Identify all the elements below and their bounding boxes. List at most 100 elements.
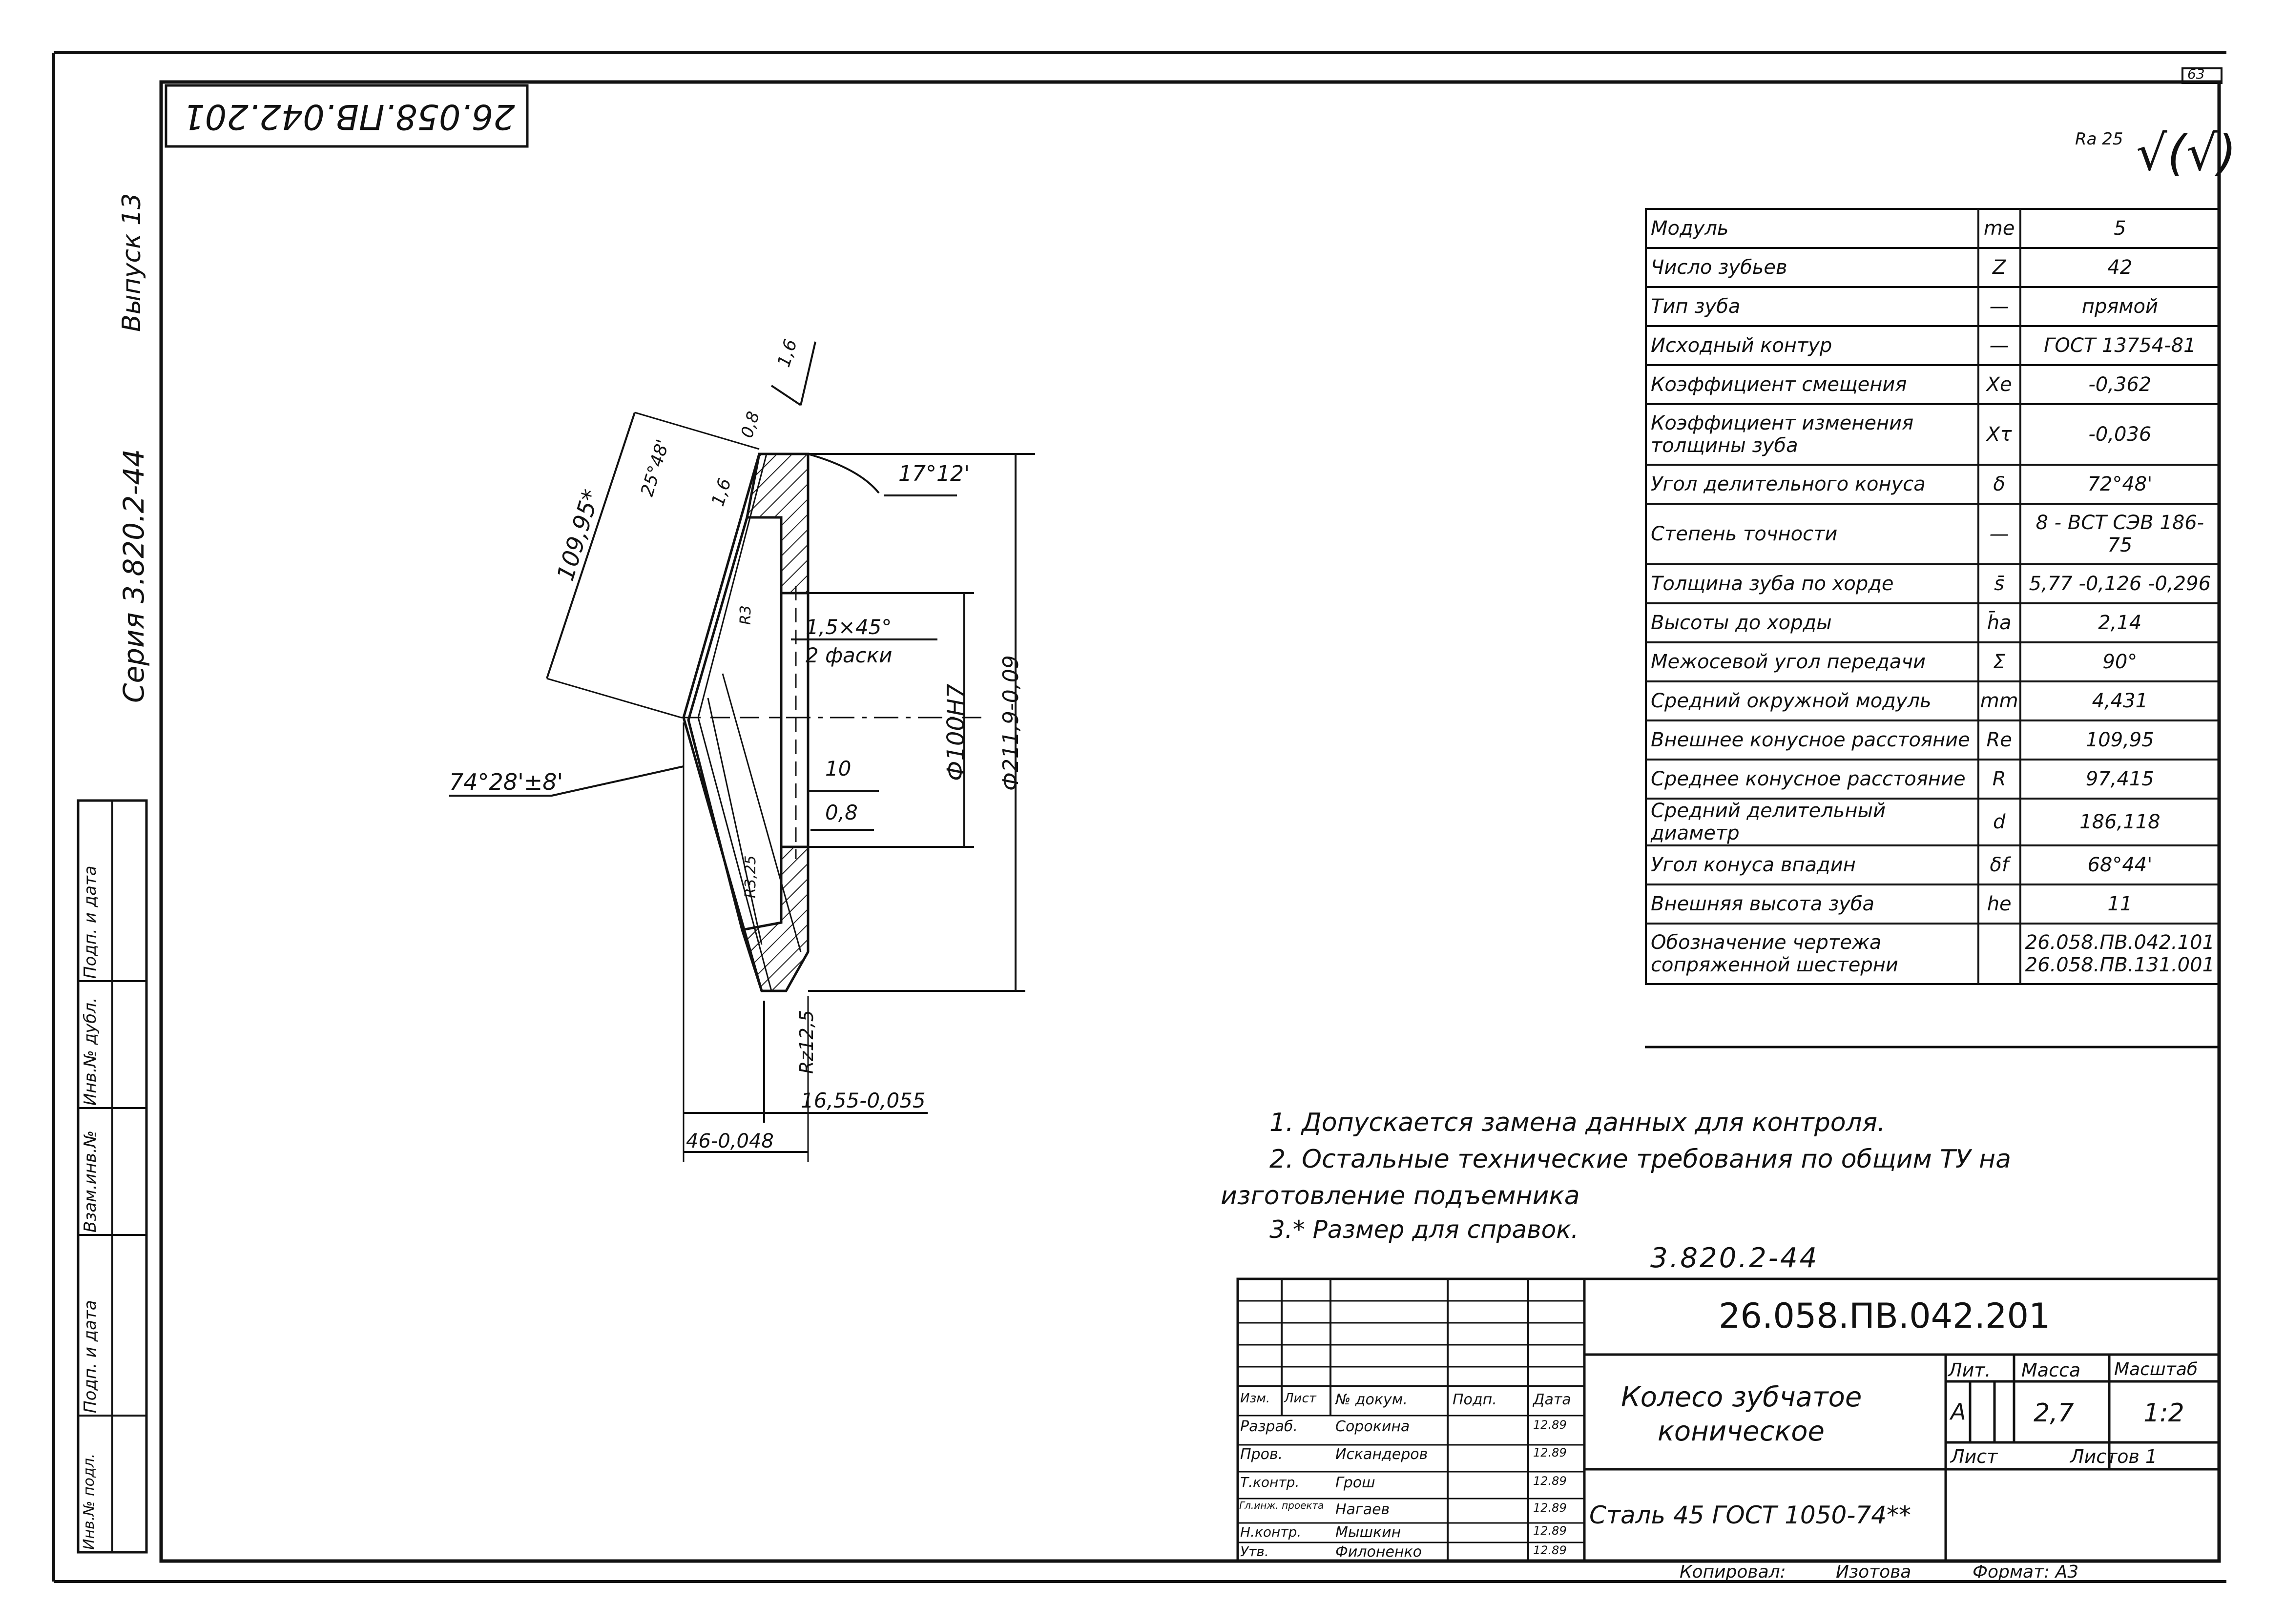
dim-r3: R3	[737, 605, 754, 625]
tb-sheets-label: Листов 1	[2070, 1446, 2158, 1467]
param-name: Коэффициент изменения толщины зуба	[1645, 403, 1979, 466]
tb-role-2: Т.контр.	[1240, 1474, 1300, 1490]
margin-issue: Выпуск 13	[117, 193, 146, 332]
param-name: Число зубьев	[1645, 247, 1979, 288]
param-name: Коэффициент смещения	[1645, 364, 1979, 405]
tb-col-data: Дата	[1533, 1391, 1571, 1408]
tb-name-line1: Колесо зубчатое	[1621, 1381, 1862, 1413]
param-value: 42	[2019, 247, 2221, 288]
param-symbol: Σ	[1977, 641, 2021, 682]
param-value: 109,95	[2019, 719, 2221, 761]
tb-lit-value: А	[1951, 1398, 1966, 1425]
param-value: -0,362	[2019, 364, 2221, 405]
param-value: 186,118	[2019, 798, 2221, 846]
param-symbol	[1977, 923, 2021, 985]
param-row: Обозначение чертежа сопряженной шестерни…	[1645, 923, 2221, 985]
param-symbol: s̄	[1977, 563, 2021, 604]
param-name: Среднее конусное расстояние	[1645, 759, 1979, 800]
tb-format: Формат: А3	[1973, 1562, 2079, 1582]
param-row: Тип зуба—прямой	[1645, 286, 2221, 327]
tb-sheet-label: Лист	[1951, 1446, 1998, 1467]
tb-material: Сталь 45 ГОСТ 1050-74**	[1589, 1501, 1911, 1529]
param-name: Тип зуба	[1645, 286, 1979, 327]
param-name: Межосевой угол передачи	[1645, 641, 1979, 682]
tb-col-podp: Подп.	[1453, 1391, 1497, 1408]
param-name: Внешняя высота зуба	[1645, 884, 1979, 925]
param-value: 90°	[2019, 641, 2221, 682]
tb-date-4: 12.89	[1533, 1524, 1567, 1538]
stamp-podp-data-2: Подп. и дата	[81, 865, 100, 979]
param-symbol: he	[1977, 884, 2021, 925]
param-value: ГОСТ 13754-81	[2019, 325, 2221, 366]
param-symbol: —	[1977, 286, 2021, 327]
param-symbol: Xτ	[1977, 403, 2021, 466]
param-row: Степень точности—8 - ВСТ СЭВ 186-75	[1645, 503, 2221, 565]
dim-0-8-b: 0,8	[825, 801, 858, 824]
param-symbol: δ	[1977, 464, 2021, 505]
sheet-number: 63	[2187, 66, 2205, 82]
param-name: Степень точности	[1645, 503, 1979, 565]
tb-scale-value: 1:2	[2143, 1398, 2184, 1428]
tb-col-list: Лист	[1284, 1391, 1316, 1406]
stamp-vzam-inv: Взам.инв.№	[81, 1130, 100, 1233]
tb-date-5: 12.89	[1533, 1543, 1567, 1557]
stamp-inv-podl: Инв.№ подл.	[81, 1453, 98, 1550]
param-name: Высоты до хорды	[1645, 602, 1979, 643]
roughness-note: Ra 25	[2075, 129, 2123, 149]
tb-name-3: Нагаев	[1335, 1501, 1390, 1518]
param-symbol: Xe	[1977, 364, 2021, 405]
note-2-cont: изготовление подъемника	[1221, 1181, 1580, 1211]
tb-col-izm: Изм.	[1240, 1391, 1270, 1406]
dim-46: 46-0,048	[686, 1130, 774, 1152]
tb-name-2: Грош	[1335, 1474, 1375, 1491]
tb-date-0: 12.89	[1533, 1418, 1567, 1432]
param-symbol: d	[1977, 798, 2021, 846]
param-name: Средний окружной модуль	[1645, 680, 1979, 721]
param-symbol: Re	[1977, 719, 2021, 761]
param-name: Угол делительного конуса	[1645, 464, 1979, 505]
tb-designation: 26.058.ПВ.042.201	[1719, 1296, 2051, 1336]
margin-series: Серия 3.820.2-44	[117, 449, 150, 703]
stamp-inv-dubl: Инв.№ дубл.	[81, 997, 100, 1106]
tb-role-0: Разраб.	[1240, 1418, 1298, 1435]
sheet-number-box	[2181, 67, 2223, 84]
note-1: 1. Допускается замена данных для контрол…	[1269, 1108, 1886, 1137]
param-symbol: R	[1977, 759, 2021, 800]
param-value: 5,77 -0,126 -0,296	[2019, 563, 2221, 604]
tb-name-4: Мышкин	[1335, 1524, 1401, 1541]
tb-col-dokum: № докум.	[1335, 1391, 1408, 1408]
dim-16-55: 16,55-0,055	[801, 1089, 926, 1112]
dim-10: 10	[825, 757, 852, 781]
param-symbol: h̄a	[1977, 602, 2021, 643]
param-name: Средний делительный диаметр	[1645, 798, 1979, 846]
tb-role-5: Утв.	[1240, 1543, 1269, 1560]
title-block-lines	[1236, 1277, 2221, 1562]
param-value: 8 - ВСТ СЭВ 186-75	[2019, 503, 2221, 565]
dim-chamfer-note: 2 фаски	[806, 643, 893, 667]
dim-17-12: 17°12'	[898, 461, 970, 486]
note-3: 3.* Размер для справок.	[1269, 1215, 1579, 1244]
param-symbol: —	[1977, 325, 2021, 366]
tb-role-4: Н.контр.	[1240, 1524, 1302, 1540]
tb-name-line2: коническое	[1658, 1416, 1825, 1447]
dim-bore: Ф100Н7	[942, 683, 970, 781]
param-name: Внешнее конусное расстояние	[1645, 719, 1979, 761]
param-value: 72°48'	[2019, 464, 2221, 505]
param-symbol: —	[1977, 503, 2021, 565]
param-name: Исходный контур	[1645, 325, 1979, 366]
param-value: 4,431	[2019, 680, 2221, 721]
param-name: Модуль	[1645, 208, 1979, 249]
stamp-podp-data-1: Подп. и дата	[81, 1300, 100, 1413]
param-value: 2,14	[2019, 602, 2221, 643]
param-symbol: mm	[1977, 680, 2021, 721]
